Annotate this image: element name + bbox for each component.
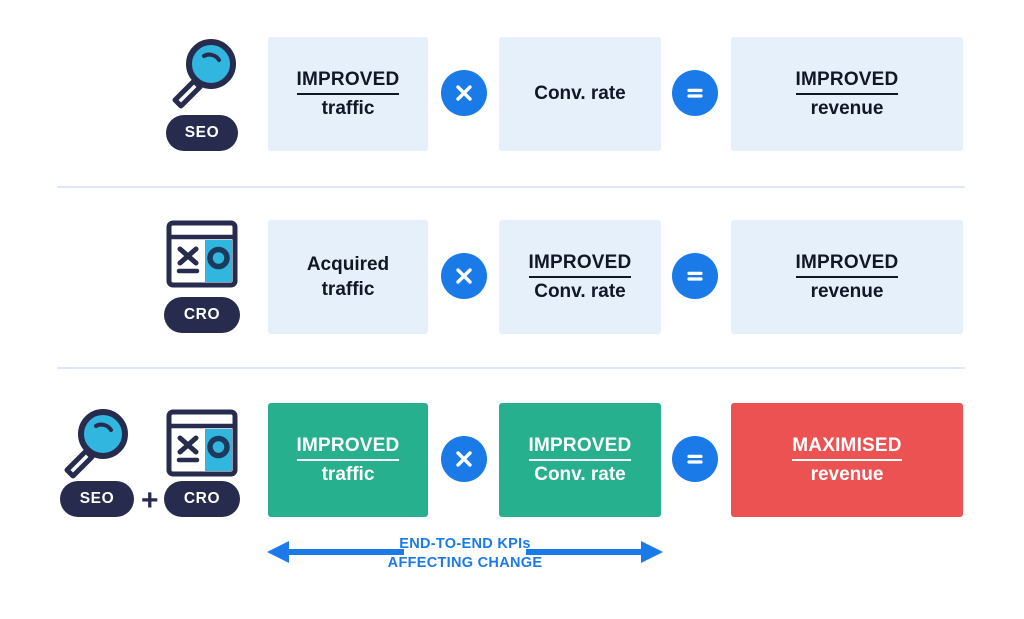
arrow-right bbox=[526, 541, 663, 563]
row-seo: SEO IMPROVED traffic Conv. rate IMPROVED… bbox=[0, 0, 1024, 180]
magnifier-icon bbox=[166, 33, 242, 109]
box-combo-conv-rate-line1: IMPROVED bbox=[528, 434, 632, 461]
box-cro-revenue-line2: revenue bbox=[810, 280, 884, 302]
row-seo-cro: SEO + CRO IMPROVED traffic IMPROVED Conv… bbox=[0, 385, 1024, 619]
ab-test-window-icon bbox=[164, 218, 240, 290]
pill-cro: CRO bbox=[164, 297, 240, 333]
box-seo-revenue-line2: revenue bbox=[810, 97, 884, 119]
pill-cro-label: CRO bbox=[183, 306, 221, 323]
box-cro-revenue-line1: IMPROVED bbox=[795, 251, 899, 278]
box-combo-traffic: IMPROVED traffic bbox=[268, 403, 428, 517]
box-seo-revenue-line1: IMPROVED bbox=[795, 68, 899, 95]
multiply-icon bbox=[456, 85, 472, 101]
operator-equals-combo bbox=[672, 436, 718, 482]
magnifier-icon bbox=[58, 403, 134, 479]
pill-seo-label: SEO bbox=[184, 124, 220, 141]
row-cro: CRO Acquired traffic IMPROVED Conv. rate… bbox=[0, 200, 1024, 360]
pill-seo-label: SEO bbox=[79, 490, 115, 507]
pill-seo: SEO bbox=[60, 481, 134, 517]
kpi-caption-line1: END-TO-END KPIs bbox=[399, 536, 531, 552]
pill-cro: CRO bbox=[164, 481, 240, 517]
plus-sign-label: + bbox=[141, 484, 159, 517]
box-combo-revenue: MAXIMISED revenue bbox=[731, 403, 963, 517]
operator-multiply-combo bbox=[441, 436, 487, 482]
equals-icon bbox=[687, 454, 703, 464]
operator-equals-cro bbox=[672, 253, 718, 299]
kpi-caption: END-TO-END KPIs AFFECTING CHANGE bbox=[340, 535, 590, 573]
operator-equals-seo bbox=[672, 70, 718, 116]
box-cro-traffic: Acquired traffic bbox=[268, 220, 428, 334]
plus-sign: + bbox=[141, 486, 159, 516]
equals-icon bbox=[687, 88, 703, 98]
box-combo-revenue-line1: MAXIMISED bbox=[792, 434, 902, 461]
operator-multiply-cro bbox=[441, 253, 487, 299]
box-cro-conv-rate-line2: Conv. rate bbox=[534, 280, 626, 302]
box-seo-conv-rate: Conv. rate bbox=[499, 37, 661, 151]
pill-seo: SEO bbox=[166, 115, 238, 151]
box-seo-traffic-line2: traffic bbox=[321, 97, 375, 119]
box-cro-conv-rate: IMPROVED Conv. rate bbox=[499, 220, 661, 334]
box-combo-traffic-line2: traffic bbox=[321, 463, 375, 485]
ab-test-window-icon bbox=[164, 407, 240, 479]
box-seo-traffic: IMPROVED traffic bbox=[268, 37, 428, 151]
arrow-left bbox=[267, 541, 404, 563]
box-seo-conv-rate-line2: Conv. rate bbox=[534, 83, 626, 105]
box-seo-revenue: IMPROVED revenue bbox=[731, 37, 963, 151]
box-cro-revenue: IMPROVED revenue bbox=[731, 220, 963, 334]
box-combo-conv-rate-line2: Conv. rate bbox=[534, 463, 626, 485]
box-cro-conv-rate-line1: IMPROVED bbox=[528, 251, 632, 278]
box-seo-traffic-line1: IMPROVED bbox=[296, 68, 400, 95]
multiply-icon bbox=[456, 268, 472, 284]
box-combo-revenue-line2: revenue bbox=[810, 463, 884, 485]
multiply-icon bbox=[456, 451, 472, 467]
box-combo-conv-rate: IMPROVED Conv. rate bbox=[499, 403, 661, 517]
pill-cro-label: CRO bbox=[183, 490, 221, 507]
divider-1 bbox=[57, 186, 965, 188]
box-cro-traffic-line1: Acquired bbox=[306, 253, 390, 275]
divider-2 bbox=[57, 367, 965, 369]
equals-icon bbox=[687, 271, 703, 281]
operator-multiply-seo bbox=[441, 70, 487, 116]
box-combo-traffic-line1: IMPROVED bbox=[296, 434, 400, 461]
kpi-caption-line2: AFFECTING CHANGE bbox=[387, 555, 543, 572]
box-cro-traffic-line2: traffic bbox=[321, 279, 375, 300]
